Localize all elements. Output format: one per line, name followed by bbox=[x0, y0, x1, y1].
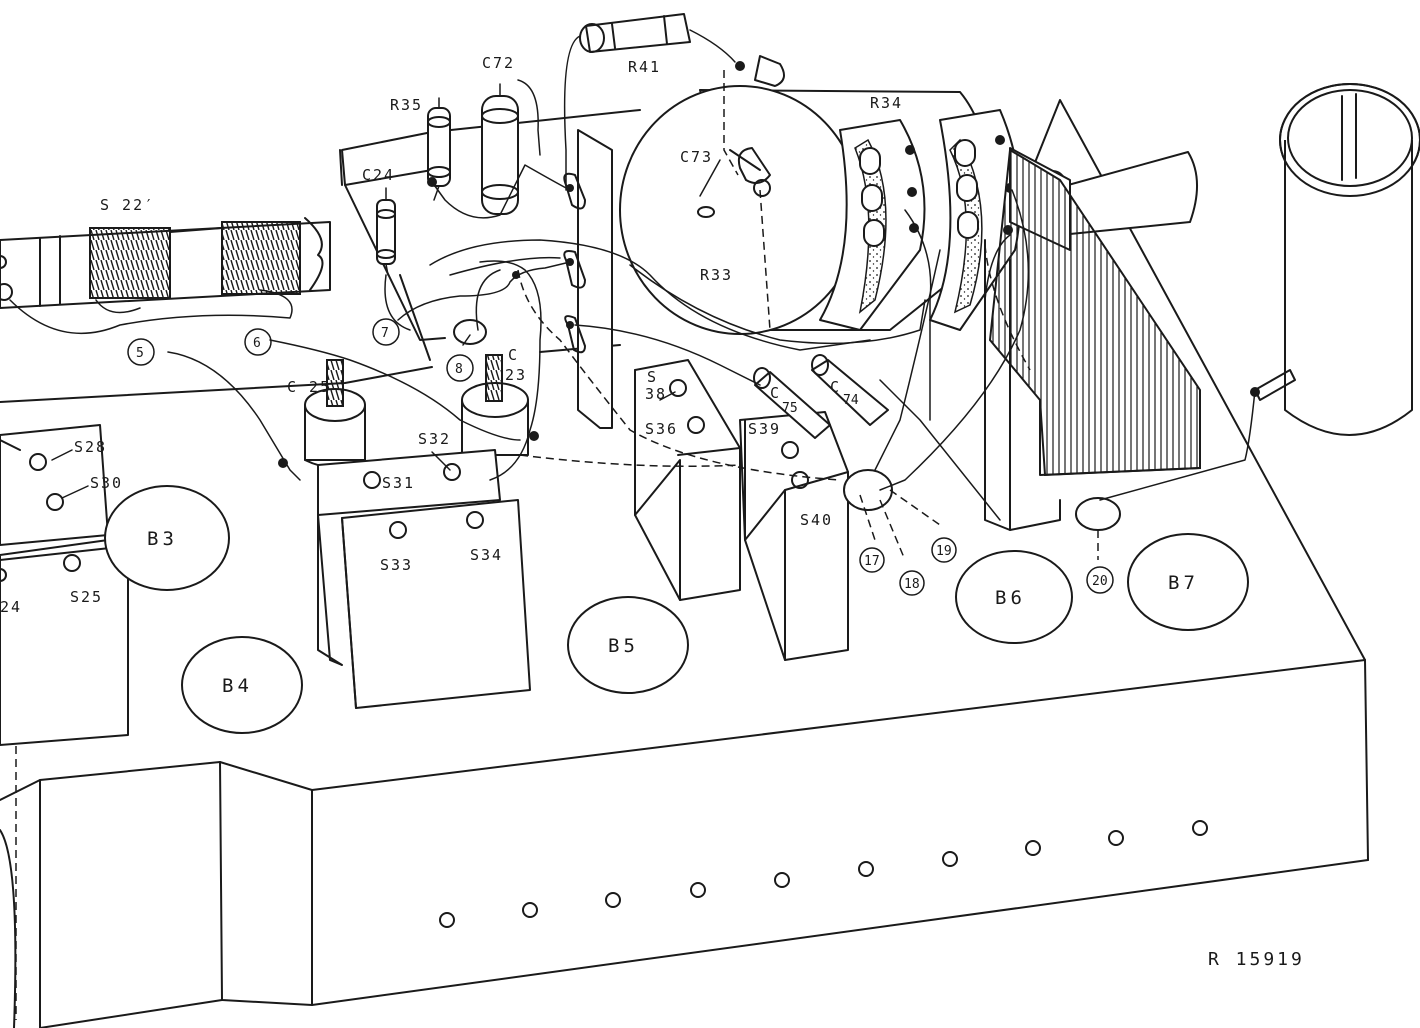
callout-17: 17 bbox=[864, 554, 880, 569]
if-can-s36-s38 bbox=[634, 359, 741, 601]
socket-b5 bbox=[567, 596, 689, 694]
coil-s22 bbox=[0, 217, 331, 335]
label-c74-b: 74 bbox=[843, 393, 859, 408]
label-s34: S34 bbox=[470, 546, 503, 564]
label-r33: R33 bbox=[700, 266, 733, 284]
callout-19: 19 bbox=[936, 544, 952, 559]
if-can-s39-s40 bbox=[739, 411, 849, 661]
label-s28: S28 bbox=[74, 438, 107, 456]
label-c25: C 25 bbox=[287, 378, 331, 396]
label-s39: S39 bbox=[748, 420, 781, 438]
socket-b3 bbox=[104, 485, 230, 591]
label-c75-b: 75 bbox=[782, 401, 798, 416]
capacitor-c24 bbox=[376, 187, 396, 276]
label-s31: S31 bbox=[382, 474, 415, 492]
potentiometer-assembly bbox=[619, 55, 1199, 335]
callout-20: 20 bbox=[1092, 574, 1108, 589]
resistor-r41 bbox=[563, 13, 745, 191]
label-r35: R35 bbox=[390, 96, 423, 114]
callout-8: 8 bbox=[455, 362, 463, 377]
label-s25: S25 bbox=[70, 588, 103, 606]
resistor-r35 bbox=[427, 97, 451, 201]
label-b3: B3 bbox=[147, 528, 178, 550]
label-s38-a: S bbox=[647, 368, 658, 386]
label-s38-b: 38 bbox=[645, 385, 667, 403]
component-labels: S 22′ C24 R35 C72 R41 C73 R34 R33 C 25 C… bbox=[0, 54, 903, 616]
drawing-reference: R 15919 bbox=[1208, 949, 1305, 970]
wiring bbox=[167, 164, 1260, 561]
socket-b7 bbox=[1127, 533, 1249, 631]
label-b6: B6 bbox=[995, 587, 1026, 609]
if-can-s31-s34 bbox=[317, 449, 531, 709]
label-s30: S30 bbox=[90, 474, 123, 492]
callout-labels: 5 6 7 8 17 18 19 20 bbox=[136, 326, 1108, 592]
callout-6: 6 bbox=[253, 336, 261, 351]
tag-strip bbox=[563, 129, 613, 429]
leader-lines bbox=[51, 159, 721, 499]
capacitor-c75-c74 bbox=[753, 354, 889, 439]
label-s40: S40 bbox=[800, 511, 833, 529]
label-c23-b: 23 bbox=[505, 366, 527, 384]
capacitor-c23 bbox=[461, 354, 529, 456]
label-r41: R41 bbox=[628, 58, 661, 76]
label-b7: B7 bbox=[1168, 572, 1199, 594]
socket-b6 bbox=[955, 550, 1073, 644]
bracket-and-heatsink bbox=[984, 147, 1201, 531]
callout-circles bbox=[127, 318, 1114, 596]
label-s32: S32 bbox=[418, 430, 451, 448]
tube-shield bbox=[1254, 83, 1420, 436]
label-s33: S33 bbox=[380, 556, 413, 574]
label-c73: C73 bbox=[680, 148, 713, 166]
label-r34: R34 bbox=[870, 94, 903, 112]
label-s24: 24 bbox=[0, 598, 22, 616]
valve-sockets bbox=[104, 485, 1249, 734]
label-s36: S36 bbox=[645, 420, 678, 438]
label-c72: C72 bbox=[482, 54, 515, 72]
capacitor-c25 bbox=[304, 359, 366, 469]
callout-18: 18 bbox=[904, 577, 920, 592]
label-c23-a: C bbox=[508, 346, 519, 364]
capacitor-c72 bbox=[481, 79, 541, 215]
front-panel-holes bbox=[439, 820, 1208, 928]
label-c74-a: C bbox=[830, 378, 841, 396]
label-c75-a: C bbox=[770, 384, 781, 402]
callout-7: 7 bbox=[381, 326, 389, 341]
label-b5: B5 bbox=[608, 635, 639, 657]
label-b4: B4 bbox=[222, 675, 253, 697]
socket-labels: B3 B4 B5 B6 B7 bbox=[147, 528, 1199, 697]
label-c24: C24 bbox=[362, 166, 395, 184]
if-can-left bbox=[0, 424, 129, 746]
socket-b4 bbox=[181, 636, 303, 734]
callout-5: 5 bbox=[136, 346, 144, 361]
label-s22: S 22′ bbox=[100, 196, 155, 214]
